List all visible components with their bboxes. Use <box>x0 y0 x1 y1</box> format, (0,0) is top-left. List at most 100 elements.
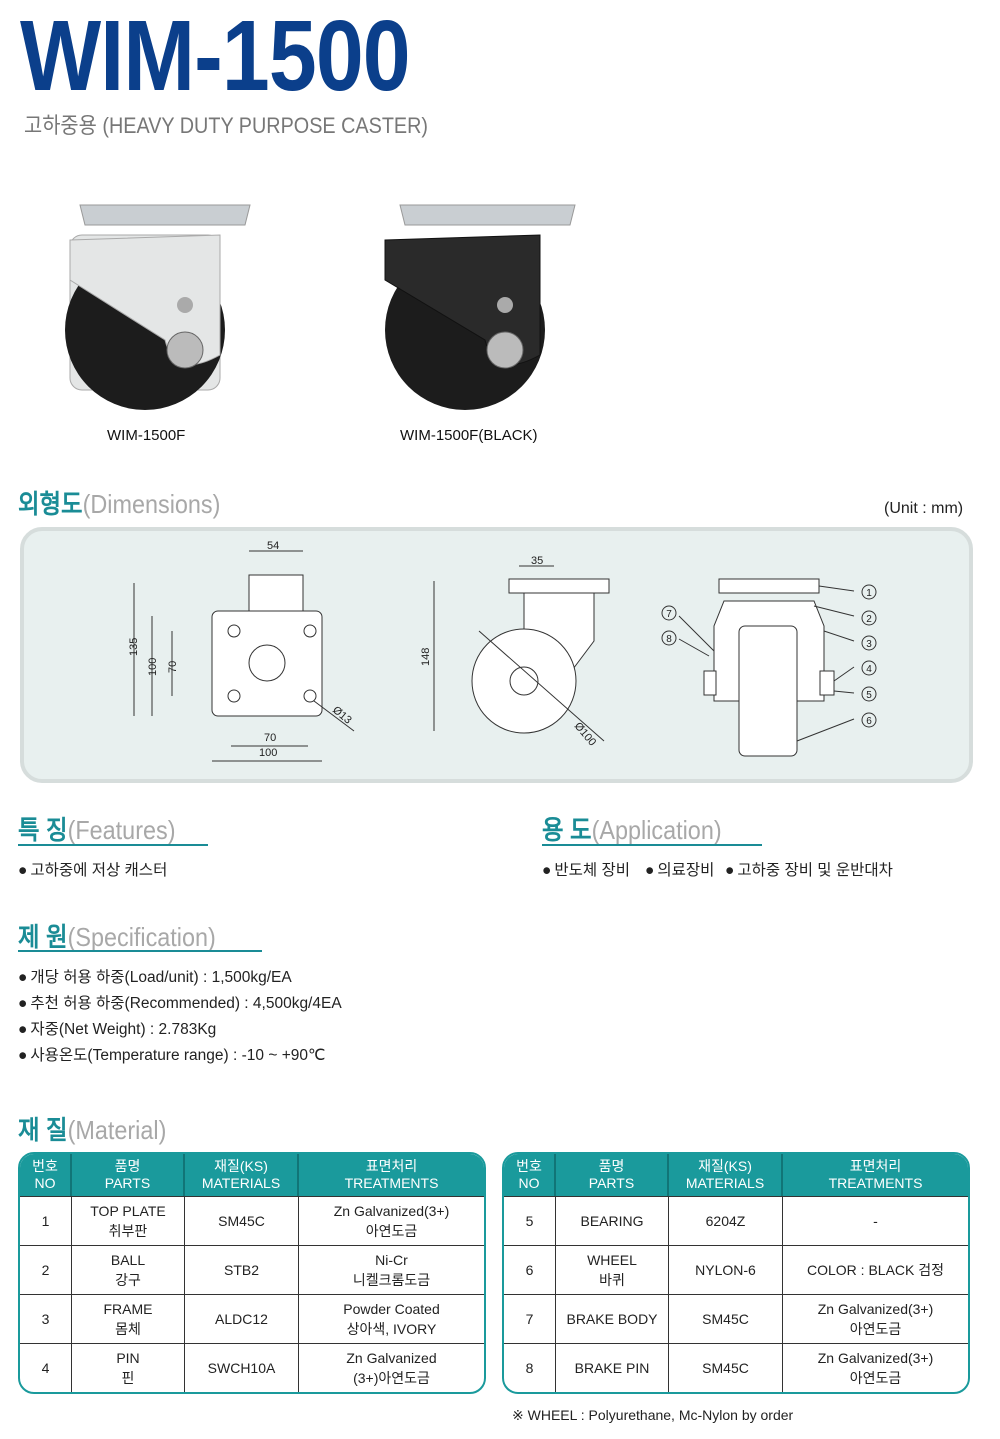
application-item: 의료장비 <box>645 858 714 880</box>
column-header: 재질(KS)MATERIALS <box>669 1154 783 1196</box>
spec-item: 개당 허용 하중(Load/unit) : 1,500kg/EA <box>18 965 291 987</box>
part-name-ko: 몸체 <box>115 1321 141 1337</box>
part-no: 6 <box>504 1245 556 1294</box>
material-heading: 재 질(Material) <box>18 1110 166 1147</box>
table-row: 7 BRAKE BODY SM45C Zn Galvanized(3+)아연도금 <box>504 1294 968 1343</box>
spec-item: 사용온도(Temperature range) : -10 ~ +90℃ <box>18 1043 325 1065</box>
dim-label: 100 <box>147 658 159 676</box>
table-row: 8 BRAKE PIN SM45C Zn Galvanized(3+)아연도금 <box>504 1343 968 1392</box>
heading-en: (Features) <box>67 815 176 845</box>
header-ko: 표면처리 <box>849 1158 902 1174</box>
heading-en: (Dimensions) <box>82 489 221 519</box>
part-name-ko: 취부판 <box>108 1223 148 1239</box>
callout-number: 2 <box>866 614 872 625</box>
header-en: PARTS <box>588 1175 635 1191</box>
treatment-line: - <box>873 1213 878 1229</box>
header-en: TREATMENTS <box>344 1175 439 1191</box>
product-subtitle: 고하중용 (HEAVY DUTY PURPOSE CASTER) <box>24 113 429 138</box>
dim-label: 70 <box>167 661 179 673</box>
divider <box>18 950 262 952</box>
treatment-line: COLOR : BLACK 검정 <box>806 1262 944 1278</box>
part-no: 7 <box>504 1294 556 1343</box>
header-ko: 표면처리 <box>365 1158 418 1174</box>
spec-item: 추천 허용 하중(Recommended) : 4,500kg/4EA <box>18 991 341 1013</box>
callout-number: 8 <box>666 634 672 645</box>
treatment-line: Ni-Cr <box>375 1252 408 1268</box>
product-caption: WIM-1500F <box>107 427 186 444</box>
part-name-en: BEARING <box>580 1213 644 1229</box>
part-material: SWCH10A <box>185 1343 299 1392</box>
part-treatment: Zn Galvanized(3+)아연도금 <box>783 1294 968 1343</box>
part-name-en: PIN <box>116 1350 140 1366</box>
spec-item: 자중(Net Weight) : 2.783Kg <box>18 1017 216 1039</box>
dimensions-heading: 외형도(Dimensions) <box>18 484 220 521</box>
header-en: MATERIALS <box>201 1175 281 1191</box>
treatment-line: 상아색, IVORY <box>346 1321 437 1337</box>
part-no: 2 <box>20 1245 72 1294</box>
dim-label: 35 <box>531 555 543 567</box>
application-item: 반도체 장비 <box>542 858 630 880</box>
dim-label: Ø13 <box>330 704 354 727</box>
treatment-line: 아연도금 <box>365 1223 418 1239</box>
divider <box>542 844 762 846</box>
divider <box>18 844 208 846</box>
callout-number: 5 <box>866 690 872 701</box>
header-ko: 번호 <box>32 1158 58 1174</box>
unit-label: (Unit : mm) <box>884 500 964 517</box>
header-en: NO <box>34 1175 56 1191</box>
features-heading: 특 징(Features) <box>18 810 176 847</box>
callout-number: 7 <box>666 609 672 620</box>
callout-number: 4 <box>866 664 872 675</box>
part-material: SM45C <box>185 1196 299 1245</box>
part-name-ko: 핀 <box>121 1370 135 1386</box>
dim-label: 54 <box>267 540 279 552</box>
table-row: 5 BEARING 6204Z - <box>504 1196 968 1245</box>
product-title: WIM-1500 <box>20 0 411 112</box>
part-material: 6204Z <box>669 1196 783 1245</box>
product-caption: WIM-1500F(BLACK) <box>400 427 538 444</box>
heading-ko: 용 도 <box>542 815 592 845</box>
part-treatment: Zn Galvanized(3+)아연도금 <box>783 1343 968 1392</box>
part-no: 8 <box>504 1343 556 1392</box>
treatment-line: Zn Galvanized <box>346 1350 437 1366</box>
part-name-ko: 강구 <box>115 1272 141 1288</box>
part-name: BRAKE PIN <box>556 1343 669 1392</box>
specification-heading: 제 원(Specification) <box>18 917 216 954</box>
header-ko: 품명 <box>114 1158 141 1174</box>
header-en: TREATMENTS <box>828 1175 923 1191</box>
heading-en: (Material) <box>67 1115 167 1145</box>
part-name: BRAKE BODY <box>556 1294 669 1343</box>
part-material: SM45C <box>669 1343 783 1392</box>
heading-ko: 특 징 <box>18 815 68 845</box>
header-ko: 품명 <box>598 1158 625 1174</box>
treatment-line: Zn Galvanized(3+) <box>817 1301 934 1317</box>
treatment-line: 니켈크롬도금 <box>352 1272 431 1288</box>
part-treatment: COLOR : BLACK 검정 <box>783 1245 968 1294</box>
part-material: SM45C <box>669 1294 783 1343</box>
treatment-line: (3+)아연도금 <box>353 1370 430 1386</box>
dimensions-panel: 54 135 100 70 70 100 Ø13 35 148 Ø100 1 2… <box>20 527 973 783</box>
part-material: NYLON-6 <box>669 1245 783 1294</box>
material-note: ※ WHEEL : Polyurethane, Mc-Nylon by orde… <box>512 1407 794 1423</box>
treatment-line: 아연도금 <box>849 1370 902 1386</box>
part-name: PIN 핀 <box>72 1343 185 1392</box>
heading-ko: 재 질 <box>18 1115 68 1145</box>
header-en: PARTS <box>104 1175 151 1191</box>
dim-label: Ø100 <box>572 720 598 748</box>
caster-image-black <box>384 204 576 410</box>
dim-label: 70 <box>264 732 276 744</box>
dim-label: 135 <box>128 638 140 656</box>
part-no: 3 <box>20 1294 72 1343</box>
